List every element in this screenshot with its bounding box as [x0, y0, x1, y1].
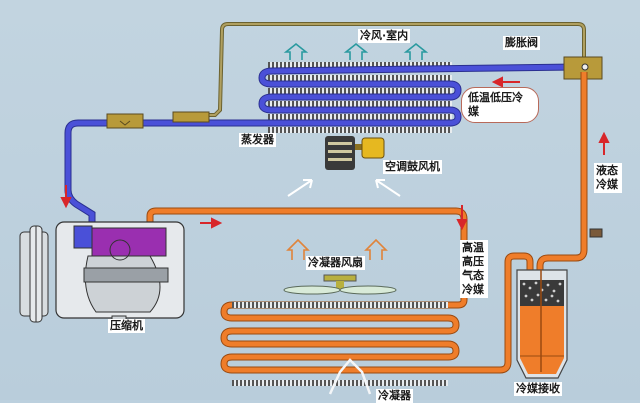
- evaporator-fins: [268, 62, 452, 133]
- label-low-temp-low-pressure: 低温低压冷媒: [461, 87, 539, 123]
- service-port: [589, 228, 603, 238]
- label-expansion-valve: 膨胀阀: [503, 36, 540, 50]
- compressor: [19, 221, 185, 323]
- line-fitting-1: [106, 113, 144, 129]
- label-ac-blower: 空调鼓风机: [383, 160, 442, 174]
- condenser-fan: [283, 274, 397, 295]
- label-compressor: 压缩机: [108, 319, 145, 333]
- flow-arrows: [60, 76, 610, 231]
- label-liquid-refrigerant: 液态冷媒: [594, 163, 622, 193]
- label-condenser: 冷凝器: [376, 389, 413, 403]
- cold-air-arrows: [283, 42, 429, 60]
- label-receiver: 冷媒接收: [514, 382, 562, 396]
- label-cold-air-indoor: 冷风·室内: [358, 29, 411, 43]
- suction-line: [64, 119, 250, 234]
- liquid-line: [536, 72, 588, 275]
- line-fitting-2: [172, 111, 210, 123]
- receiver-drier: [516, 269, 568, 379]
- label-high-temp-high-pressure-gas: 高温高压气态冷媒: [460, 240, 488, 298]
- label-evaporator: 蒸发器: [239, 133, 276, 147]
- label-condenser-fan: 冷凝器风扇: [306, 256, 365, 270]
- ac-blower: [325, 136, 385, 170]
- intake-air-arrows: [287, 179, 401, 395]
- hot-air-arrows: [286, 238, 388, 260]
